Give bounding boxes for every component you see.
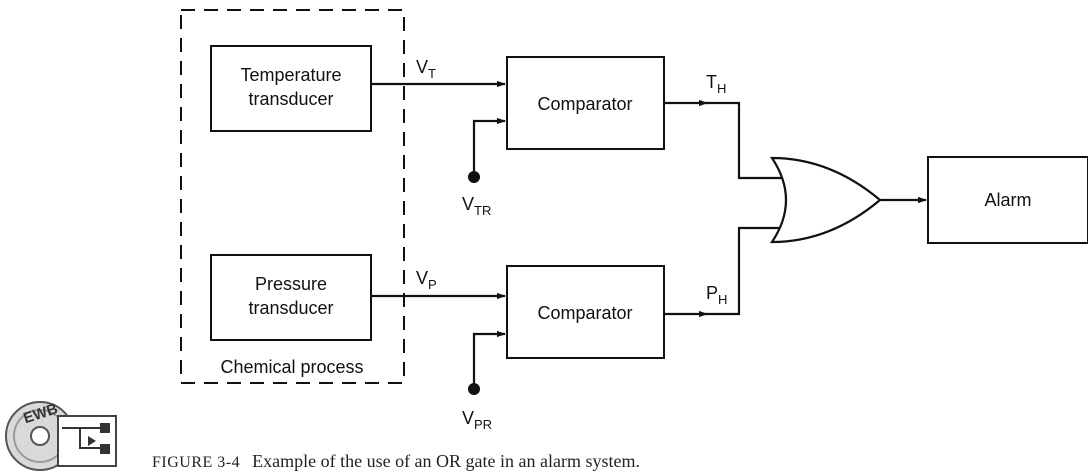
or-gate-symbol — [769, 156, 882, 244]
comparator-top-block — [506, 56, 665, 150]
pressure-transducer-block — [210, 254, 372, 341]
vpr-terminal-dot — [468, 383, 480, 395]
th-signal-wire — [706, 101, 785, 180]
chemical-process-label: Chemical process — [220, 357, 363, 377]
temperature-transducer-label-line1: Temperature — [240, 65, 341, 85]
comparator-bottom-block — [506, 265, 665, 359]
temperature-transducer-block — [210, 45, 372, 132]
ph-signal-wire — [706, 226, 785, 316]
alarm-label: Alarm — [984, 190, 1031, 210]
pressure-transducer-label-line1: Pressure — [255, 274, 327, 294]
vtr-reference-wire — [472, 117, 506, 175]
vt-label: VT — [416, 57, 436, 81]
circuit-card-icon — [57, 415, 117, 467]
comparator-top-label: Comparator — [537, 94, 632, 114]
temperature-transducer-label-line2: transducer — [248, 89, 333, 109]
th-label: TH — [706, 72, 726, 96]
vtr-label: VTR — [462, 194, 491, 218]
comparator-bottom-label: Comparator — [537, 303, 632, 323]
alarm-block — [927, 156, 1088, 244]
vtr-terminal-dot — [468, 171, 480, 183]
vpr-reference-wire — [472, 330, 506, 387]
pressure-transducer-label-line2: transducer — [248, 298, 333, 318]
vp-label: VP — [416, 268, 437, 292]
vpr-label: VPR — [462, 408, 492, 432]
ph-label: PH — [706, 283, 727, 307]
